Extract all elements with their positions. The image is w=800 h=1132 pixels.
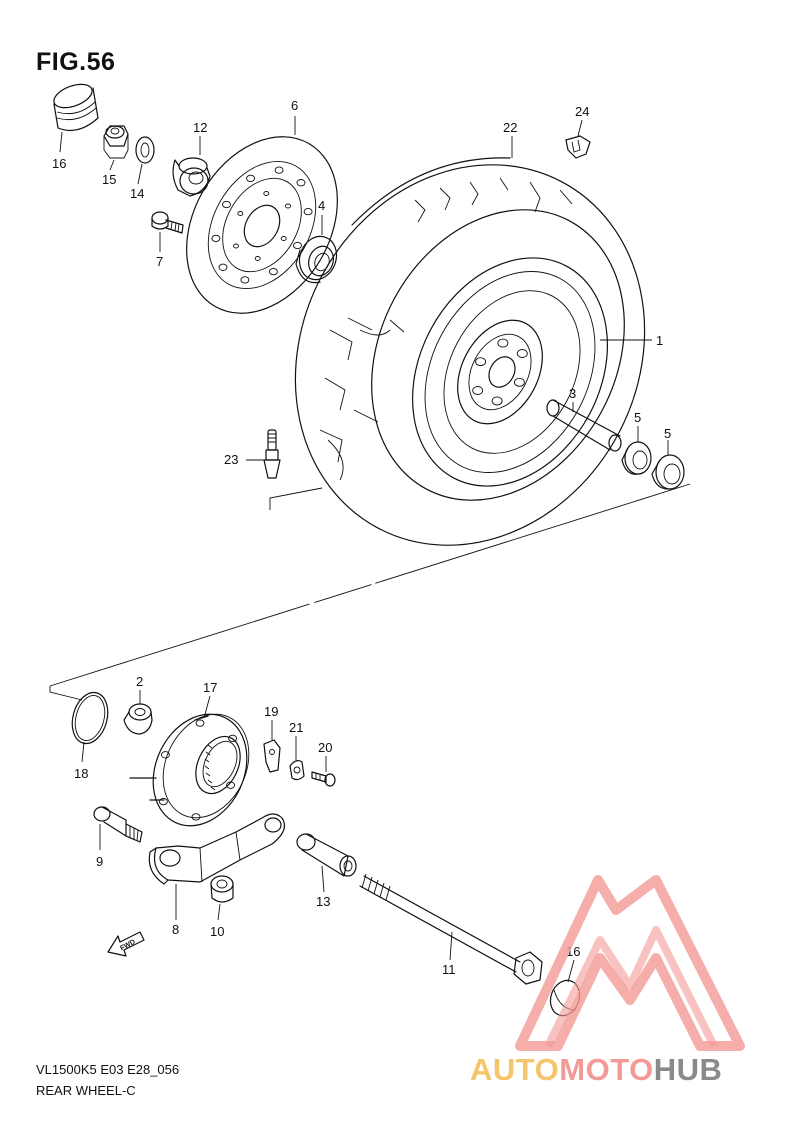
disc-hole	[218, 263, 228, 271]
leader-lines	[59, 116, 669, 983]
part-7-bolt	[151, 211, 184, 234]
disc-bolt-hole	[254, 256, 261, 261]
callout-numbers: 1 2 3 4 5 5 6 7 8 9 10 11 12 13 14 15 16…	[52, 98, 671, 977]
disc-bolt-hole	[263, 191, 270, 196]
disc-bolt-hole	[237, 211, 244, 216]
callout-7: 7	[156, 254, 163, 269]
watermark-text: AUTOMOTOHUB	[470, 1052, 722, 1087]
callout-12: 12	[193, 120, 207, 135]
part-9-bolt	[93, 806, 143, 843]
part-2-bearing	[123, 703, 153, 735]
part-12-spacer	[172, 157, 211, 197]
part-10-nut	[210, 875, 234, 903]
part-17-drum-hub	[129, 713, 250, 827]
hub-hole	[513, 377, 525, 387]
callout-21: 21	[289, 720, 303, 735]
disc-hole	[296, 179, 306, 187]
hub-hole	[497, 338, 509, 348]
callout-14: 14	[130, 186, 144, 201]
disc-hole	[274, 166, 284, 174]
part-1-wheel-rim	[411, 257, 609, 487]
part-14-washer	[135, 136, 155, 164]
disc-hole	[293, 241, 302, 250]
part-16-cap	[53, 83, 99, 131]
callout-15: 15	[102, 172, 116, 187]
part-5-bearing-b	[651, 454, 685, 490]
part-20-bolt	[311, 771, 336, 787]
callout-5b: 5	[664, 426, 671, 441]
hub-hole	[472, 386, 484, 395]
part-19-plate	[263, 739, 281, 773]
part-3-spacer	[546, 399, 622, 452]
watermark-logo	[515, 875, 745, 1051]
callout-9: 9	[96, 854, 103, 869]
callout-23: 23	[224, 452, 238, 467]
callout-3: 3	[569, 386, 576, 401]
drum-hole	[226, 781, 236, 789]
disc-bolt-hole	[233, 243, 239, 249]
disc-hole	[240, 276, 250, 284]
callout-10: 10	[210, 924, 224, 939]
part-15-nut	[103, 125, 129, 159]
figure-name: REAR WHEEL-C	[36, 1083, 136, 1098]
disc-hole	[246, 174, 256, 183]
figure-title: FIG.56	[36, 48, 116, 76]
callout-5a: 5	[634, 410, 641, 425]
callout-1: 1	[656, 333, 663, 348]
part-13-collar	[296, 833, 357, 877]
callout-24: 24	[575, 104, 589, 119]
callout-6: 6	[291, 98, 298, 113]
callout-17: 17	[203, 680, 217, 695]
callout-11: 11	[442, 962, 456, 977]
part-8-torque-arm	[148, 813, 285, 885]
disc-hole	[303, 207, 313, 216]
watermark-part-moto: MOTO	[559, 1052, 653, 1087]
hub-hole	[491, 396, 503, 406]
part-21-lock-washer	[289, 760, 305, 781]
callout-8: 8	[172, 922, 179, 937]
callout-13: 13	[316, 894, 330, 909]
figure-code: VL1500K5 E03 E28_056	[36, 1062, 180, 1077]
hub-hole	[475, 357, 487, 367]
disc-hole	[268, 267, 278, 276]
part-6-brake-disc	[186, 136, 338, 314]
watermark-part-auto: AUTO	[470, 1052, 559, 1087]
part-4-bearing	[295, 235, 338, 284]
callout-4: 4	[318, 198, 325, 213]
disc-bolt-hole	[280, 236, 287, 241]
part-24-clip	[565, 135, 591, 159]
callout-2: 2	[136, 674, 143, 689]
part-23-valve	[263, 429, 281, 479]
watermark-part-hub: HUB	[654, 1052, 723, 1087]
disc-hole	[222, 200, 231, 209]
forward-direction-arrow: FWD	[107, 931, 145, 957]
part-22-tire	[294, 157, 646, 546]
drum-hole	[195, 719, 205, 727]
callout-22: 22	[503, 120, 517, 135]
callout-16-top: 16	[52, 156, 66, 171]
hub-hole	[516, 349, 528, 358]
drum-hole	[228, 734, 238, 743]
disc-hole	[211, 234, 221, 243]
assembly-bracket-lines	[49, 483, 691, 701]
part-11-axle-bolt	[359, 873, 543, 985]
part-18-o-ring	[71, 691, 109, 745]
drum-hole	[160, 751, 170, 759]
disc-bolt-hole	[285, 203, 291, 209]
drum-hole	[191, 813, 201, 821]
callout-18: 18	[74, 766, 88, 781]
callout-19: 19	[264, 704, 278, 719]
part-5-bearing-a	[621, 441, 652, 475]
callout-20: 20	[318, 740, 332, 755]
drum-hole	[158, 797, 168, 806]
